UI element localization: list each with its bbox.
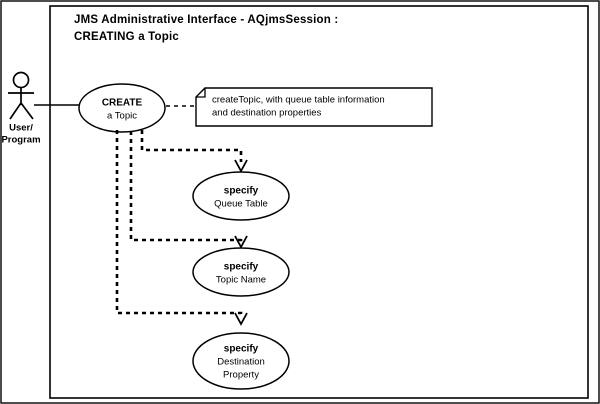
actor-left-leg bbox=[9, 102, 22, 120]
specify-destination-property-ellipse bbox=[192, 332, 290, 390]
actor-head-icon bbox=[12, 71, 30, 89]
arrow-head-topic-name bbox=[234, 235, 248, 249]
note-text-line-1: createTopic, with queue table informatio… bbox=[212, 95, 385, 106]
specify-queue-table-ellipse bbox=[192, 171, 290, 221]
arrow-head-destination-property bbox=[234, 312, 248, 326]
specify-topic-name-ellipse bbox=[192, 247, 290, 297]
specify-queue-table-label-line-2: Queue Table bbox=[214, 199, 268, 210]
system-boundary-box bbox=[49, 5, 589, 399]
actor-label-line-2: Program bbox=[1, 135, 40, 146]
actor-right-leg bbox=[20, 102, 34, 120]
create-a-topic-label-line-2: a Topic bbox=[107, 111, 137, 122]
include-link-destination-property bbox=[115, 130, 243, 315]
user-program-actor[interactable]: User/ Program bbox=[1, 71, 41, 146]
specify-topic-name-label-line-1: specify bbox=[224, 262, 259, 273]
include-link-queue-table bbox=[140, 130, 243, 162]
create-a-topic-use-case[interactable]: CREATE a Topic bbox=[78, 83, 166, 133]
actor-label-line-1: User/ bbox=[9, 123, 33, 134]
specify-destination-property-use-case[interactable]: specify Destination Property bbox=[192, 332, 290, 390]
specify-destination-property-label-line-2: Destination bbox=[217, 357, 265, 368]
specify-destination-property-label-line-1: specify bbox=[224, 344, 259, 355]
specify-topic-name-use-case[interactable]: specify Topic Name bbox=[192, 247, 290, 297]
create-a-topic-ellipse bbox=[78, 83, 166, 133]
note-text-line-2: and destination properties bbox=[212, 108, 322, 119]
specify-destination-property-label-line-3: Property bbox=[223, 370, 259, 381]
diagram-title-line-1: JMS Administrative Interface - AQjmsSess… bbox=[74, 14, 338, 26]
note-body bbox=[195, 87, 433, 127]
include-link-topic-name bbox=[129, 131, 243, 242]
specify-queue-table-label-line-1: specify bbox=[224, 186, 259, 197]
specify-topic-name-label-line-2: Topic Name bbox=[216, 275, 266, 286]
specify-queue-table-use-case[interactable]: specify Queue Table bbox=[192, 171, 290, 221]
create-a-topic-label-line-1: CREATE bbox=[102, 98, 143, 109]
arrow-head-queue-table bbox=[234, 159, 248, 173]
diagram-title-line-2: CREATING a Topic bbox=[74, 31, 179, 43]
note-fold-corner bbox=[196, 88, 206, 98]
create-topic-note: createTopic, with queue table informatio… bbox=[195, 87, 433, 127]
